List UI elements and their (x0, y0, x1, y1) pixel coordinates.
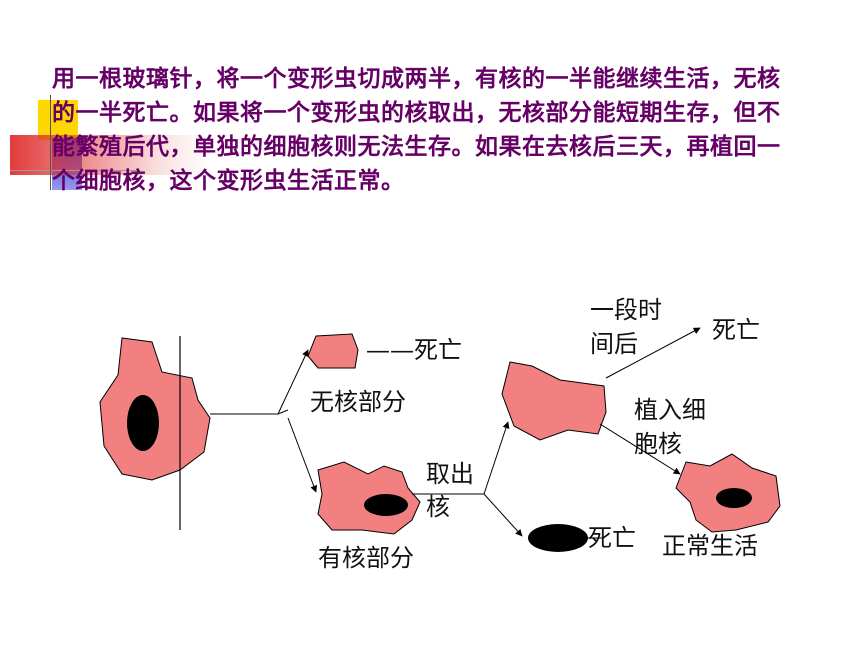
label-remove-nucleus-line1: 取出 (426, 460, 474, 488)
arrow-to-restored-cell (599, 423, 681, 475)
arrow-to-death-right (605, 327, 701, 379)
isolated-nucleus (528, 524, 588, 552)
label-death-right: 死亡 (712, 316, 760, 344)
label-nucleate-part: 有核部分 (318, 544, 414, 572)
nucleate-fragment (317, 461, 421, 535)
label-remove-nucleus-line2: 核 (426, 493, 450, 521)
split-connector (210, 409, 289, 415)
label-anucleate-part: 无核部分 (310, 388, 406, 416)
label-after-time-line1: 一段时 (590, 296, 662, 324)
arrow-to-anucleate (277, 349, 309, 415)
original-nucleus (127, 395, 159, 451)
label-implant-line2: 胞核 (634, 430, 682, 458)
description-text: 用一根玻璃针，将一个变形虫切成两半，有核的一半能继续生活，无核的一半死亡。如果将… (52, 66, 781, 194)
anucleate-fragment (307, 333, 359, 369)
arrow-to-nucleate (287, 417, 318, 493)
nucleate-fragment-nucleus (364, 494, 408, 516)
deco-yellow-square (38, 100, 78, 140)
deco-vertical-line (50, 95, 51, 190)
label-implant-line1: 植入细 (634, 396, 706, 424)
label-after-time-line2: 间后 (590, 330, 638, 358)
label-normal-life: 正常生活 (662, 532, 758, 560)
restored-cell-nucleus (716, 488, 752, 508)
deco-horizontal-line (10, 170, 140, 171)
enucleated-cell (501, 361, 607, 441)
arrow-to-enucleated-cell (483, 421, 510, 495)
label-death-top: ——死亡 (366, 336, 462, 364)
deco-red-gradient-bar (10, 135, 210, 175)
arrow-to-isolated-nucleus (483, 493, 523, 537)
